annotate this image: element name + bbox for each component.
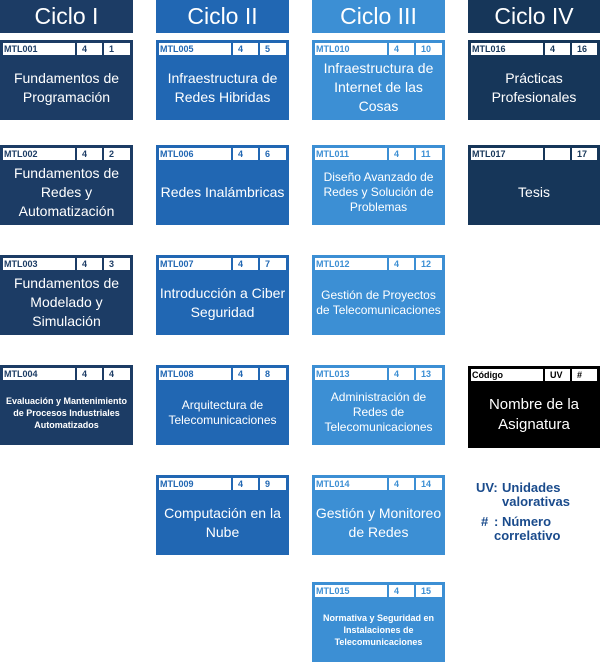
course-code: MTL012 <box>316 259 350 269</box>
course-uv: 4 <box>231 43 258 55</box>
course-code: MTL016 <box>472 44 506 54</box>
course-uv: 4 <box>387 43 414 55</box>
cycle-header-2: Ciclo II <box>156 0 289 33</box>
course-number: 13 <box>414 368 442 380</box>
course-number: 12 <box>414 258 442 270</box>
course-title: Prácticas Profesionales <box>491 69 577 105</box>
course-uv: 4 <box>231 478 258 490</box>
course-number: 11 <box>414 148 442 160</box>
legend-uv-label: UV <box>543 369 570 381</box>
legend-number-description: : Número correlativo <box>494 514 561 543</box>
course-title: Arquitectura de Telecomunicaciones <box>168 397 277 427</box>
course-number: 15 <box>414 585 442 597</box>
course-title: Infraestructura de Redes Hibridas <box>167 69 278 105</box>
course-number: 14 <box>414 478 442 490</box>
course-uv: 4 <box>387 368 414 380</box>
course-code: MTL002 <box>4 149 38 159</box>
course-code: MTL004 <box>4 369 38 379</box>
legend-number-label: # <box>570 369 597 381</box>
course-title: Tesis <box>518 184 550 200</box>
course-uv: 4 <box>75 43 102 55</box>
course-uv: 4 <box>75 148 102 160</box>
course-number: 1 <box>102 43 130 55</box>
course-code: MTL001 <box>4 44 38 54</box>
course-title: Fundamentos de Programación <box>13 69 120 105</box>
course-uv: 4 <box>231 148 258 160</box>
course-title: Redes Inalámbricas <box>160 184 285 200</box>
course-number: 6 <box>258 148 286 160</box>
course-code: MTL009 <box>160 479 194 489</box>
legend-uv-key: UV: <box>476 480 498 495</box>
course-number: 16 <box>570 43 597 55</box>
course-number: 5 <box>258 43 286 55</box>
course-code: MTL014 <box>316 479 350 489</box>
course-uv: 4 <box>231 258 258 270</box>
course-code: MTL011 <box>316 149 350 159</box>
course-uv <box>543 148 570 160</box>
course-number: 17 <box>570 148 597 160</box>
legend-code-label: Código <box>472 370 503 380</box>
legend-title: Nombre de la Asignatura <box>488 395 580 433</box>
course-code: MTL003 <box>4 259 38 269</box>
course-uv: 4 <box>543 43 570 55</box>
course-title: Normativa y Seguridad en Instalaciones d… <box>322 612 435 647</box>
course-uv: 4 <box>75 368 102 380</box>
course-uv: 4 <box>387 478 414 490</box>
course-title: Administración de Redes de Telecomunicac… <box>324 390 433 434</box>
course-uv: 4 <box>75 258 102 270</box>
cycle-header-3: Ciclo III <box>312 0 445 33</box>
course-code: MTL017 <box>472 149 506 159</box>
course-title: Infraestructura de Internet de las Cosas <box>323 60 434 114</box>
course-title: Fundamentos de Redes y Automatización <box>13 165 120 219</box>
course-title: Evaluación y Mantenimiento de Procesos I… <box>5 395 128 430</box>
legend-number-key: # <box>481 514 489 529</box>
course-title: Gestión y Monitoreo de Redes <box>315 504 442 540</box>
course-uv: 4 <box>231 368 258 380</box>
cycle-header-4: Ciclo IV <box>468 0 600 33</box>
course-code: MTL007 <box>160 259 194 269</box>
course-number: 3 <box>102 258 130 270</box>
course-number: 9 <box>258 478 286 490</box>
course-title: Diseño Avanzado de Redes y Solución de P… <box>323 170 434 214</box>
course-title: Fundamentos de Modelado y Simulación <box>13 275 120 329</box>
course-number: 8 <box>258 368 286 380</box>
course-code: MTL013 <box>316 369 350 379</box>
course-title: Introducción a Ciber Seguridad <box>159 284 286 320</box>
cycle-header-1: Ciclo I <box>0 0 133 33</box>
course-title: Computación en la Nube <box>164 504 281 540</box>
course-uv: 4 <box>387 585 414 597</box>
course-code: MTL008 <box>160 369 194 379</box>
course-number: 10 <box>414 43 442 55</box>
course-code: MTL010 <box>316 44 350 54</box>
course-uv: 4 <box>387 148 414 160</box>
course-code: MTL015 <box>316 586 350 596</box>
course-number: 2 <box>102 148 130 160</box>
course-title: Gestión de Proyectos de Telecomunicacion… <box>316 287 441 317</box>
course-code: MTL005 <box>160 44 194 54</box>
course-number: 7 <box>258 258 286 270</box>
legend-uv-description: Unidades valorativas <box>502 480 570 509</box>
course-code: MTL006 <box>160 149 194 159</box>
course-uv: 4 <box>387 258 414 270</box>
legend-card: Código UV# Nombre de la Asignatura <box>468 366 600 448</box>
course-number: 4 <box>102 368 130 380</box>
course-card-mtl017: MTL017 17 Tesis <box>468 145 600 225</box>
